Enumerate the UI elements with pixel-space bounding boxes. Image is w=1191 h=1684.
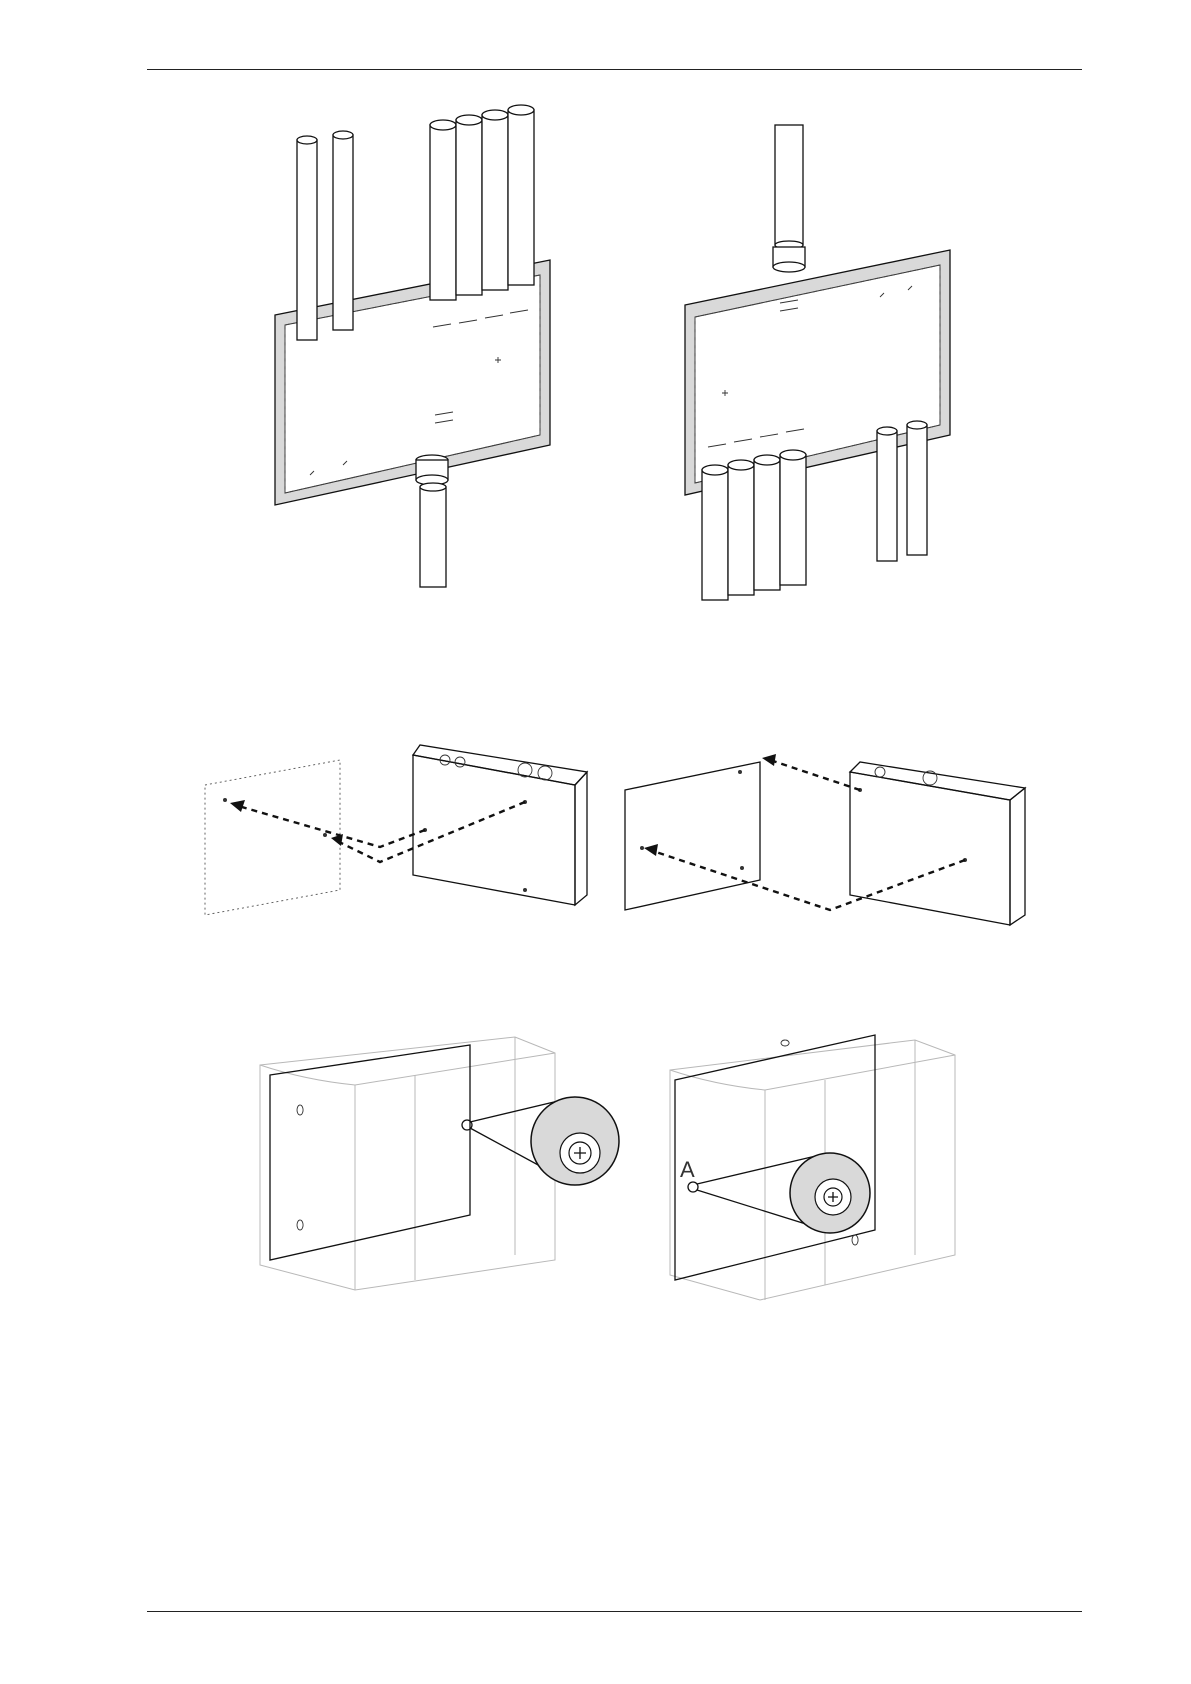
figure-screw-detail-left <box>255 1025 635 1285</box>
header-rule <box>147 69 1082 70</box>
detail-marker-label: A <box>680 1157 695 1182</box>
figure-wall-plate-bottom-pipes <box>680 125 960 605</box>
footer-rule <box>147 1611 1082 1612</box>
figure-wall-plate-top-pipes <box>255 105 555 595</box>
figure-screw-detail-right: A <box>665 1025 965 1315</box>
figure-mount-left <box>195 740 595 940</box>
figure-mount-right <box>620 750 1030 950</box>
